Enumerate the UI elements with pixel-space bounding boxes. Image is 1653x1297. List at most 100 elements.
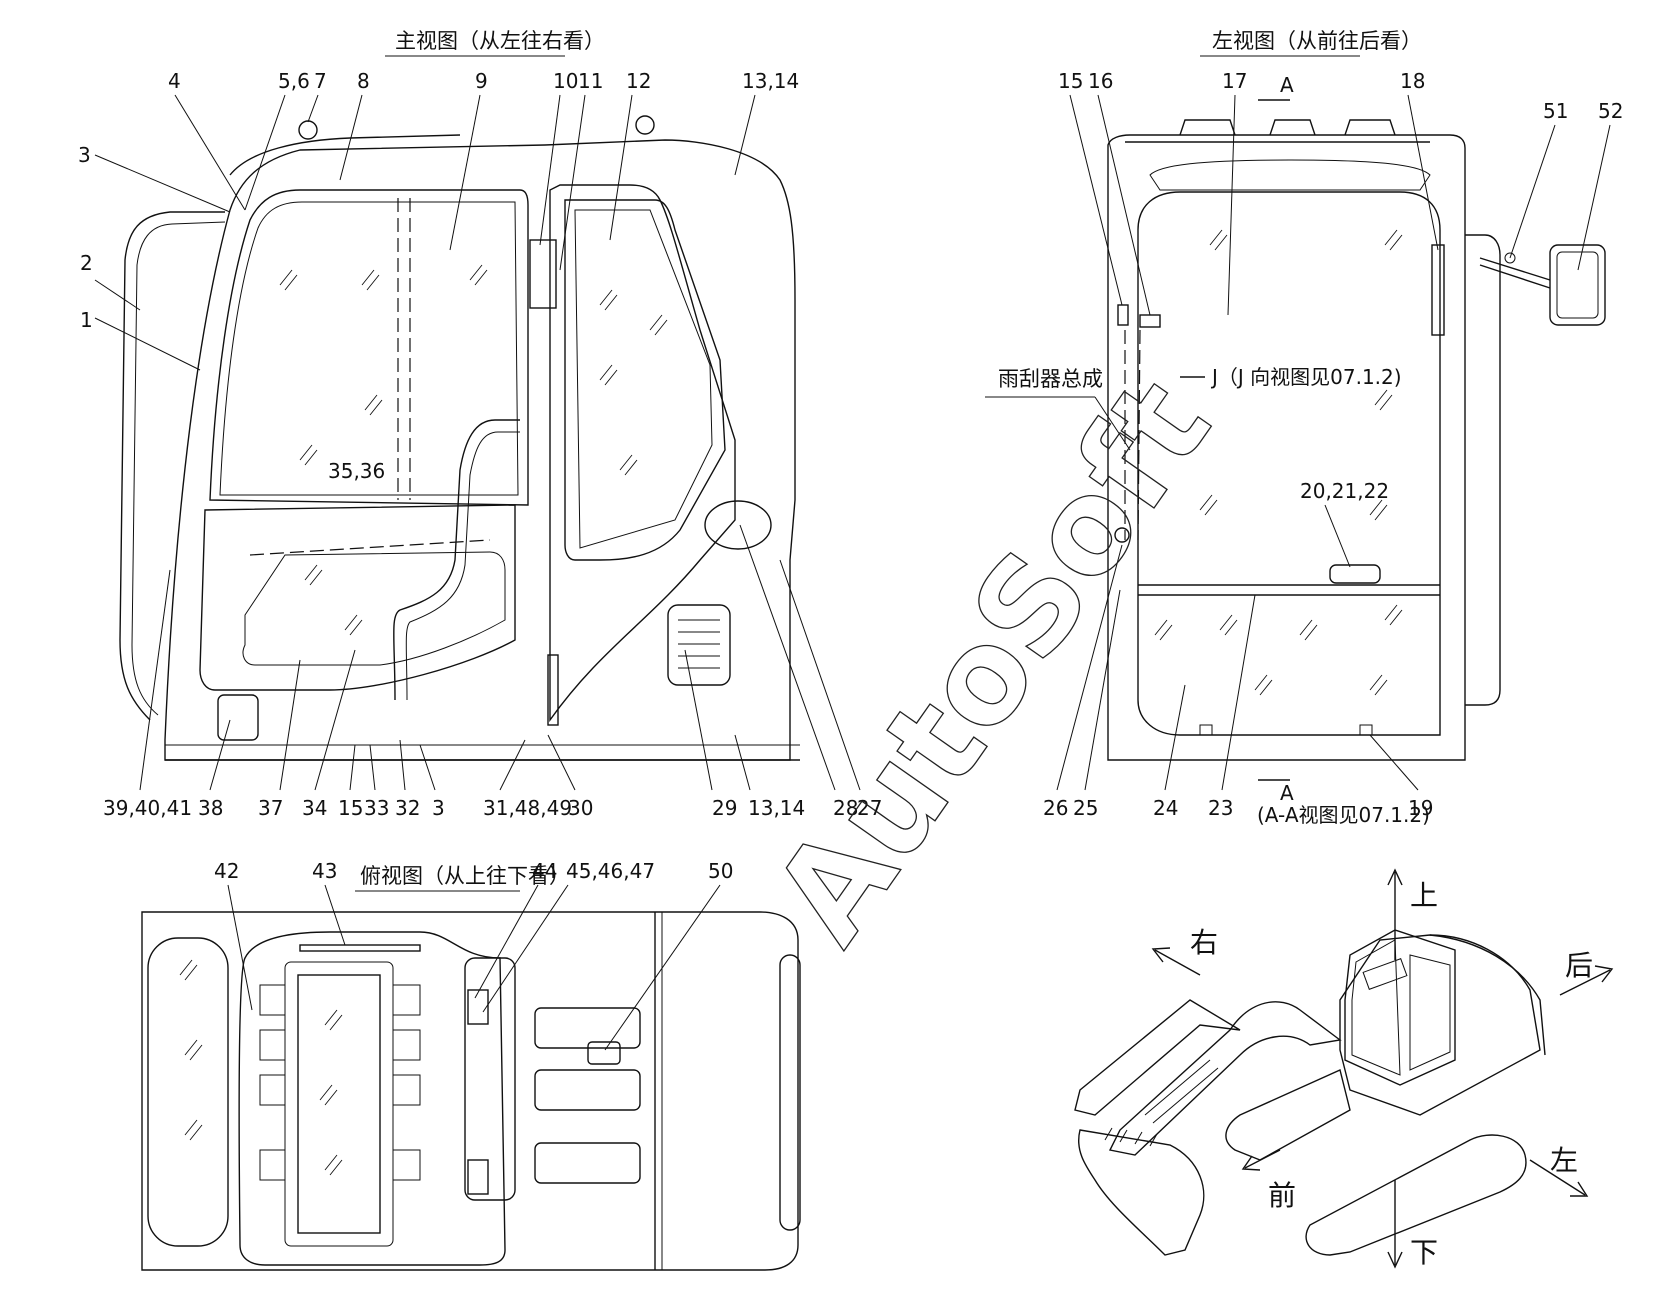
iso-bucket-teeth [1104,1127,1158,1147]
view-j-note: J（J 向视图见07.1.2) [1210,365,1402,389]
side-vent-slats [678,619,720,669]
top-zigzag-frame [259,984,421,1181]
hose-line [393,419,520,701]
top-rail-bar [464,957,516,1201]
callout-2: 2 [80,251,93,275]
callout-top-44: 44 [532,859,557,883]
hinge-bottom [547,654,559,726]
mirror-52-inner [1556,251,1599,319]
callout-33: 33 [364,796,389,820]
main-view-callouts: 3 2 1 4 5,6 7 8 9 10 11 12 13,14 35,36 3… [78,69,882,820]
front-windshield-inner [219,201,519,496]
front-handrail [119,211,225,721]
callout-15: 15 [338,796,363,820]
callout-31-48-49: 31,48,49 [483,796,572,820]
top-rear-cap [779,954,801,1231]
top-hatch-glass [297,974,381,1234]
direction-labels: 上 下 右 后 左 前 [1190,879,1593,1269]
lower-window-frame [199,504,516,691]
callout-left-19: 19 [1408,796,1433,820]
wiper-assembly-leader [1094,396,1131,451]
left-view-leaders [1056,94,1611,791]
callout-12: 12 [626,69,651,93]
iso-cylinder [1144,1059,1219,1124]
callout-left-51: 51 [1543,99,1568,123]
callout-4: 4 [168,69,181,93]
glass-hatching-main [279,264,668,636]
direction-arrows [1151,868,1614,1269]
lifting-eye-right [635,115,655,135]
callout-32: 32 [395,796,420,820]
iso-bucket [1078,1129,1205,1256]
top-lamp-3 [534,1142,641,1184]
top-roof-panel [238,931,506,1266]
callout-13-14-top: 13,14 [742,69,799,93]
top-outline [141,911,799,1271]
left-roof-bumps [1125,119,1430,143]
hinge-top [529,239,557,309]
direction-rear: 后 [1565,949,1593,982]
top-front-glass [147,937,229,1247]
section-a-top: A [1280,73,1294,97]
top-view-title: 俯视图（从上往下看） [360,864,570,888]
top-view-leaders [227,884,721,1051]
excavator-isometric: 上 下 右 后 左 前 [1074,868,1614,1269]
callout-38: 38 [198,796,223,820]
counterweight [1429,934,1546,1056]
callout-top-43: 43 [312,859,337,883]
left-small-19b [1359,724,1373,736]
callout-37: 37 [258,796,283,820]
wiper-bracket-15 [1117,304,1129,326]
top-switch-50 [587,1041,621,1065]
wiper-arm-2 [1137,329,1141,541]
callout-3b: 3 [432,796,445,820]
side-vent [667,604,731,686]
iso-boom [1108,1001,1342,1156]
left-seal-18 [1431,244,1445,336]
lifting-eye-left [298,120,318,140]
door-outline [549,184,736,723]
left-view-title: 左视图（从前往后看） [1212,29,1422,53]
hose-line-2 [405,431,520,701]
callout-39-40-41: 39,40,41 [103,796,192,820]
front-windshield-frame [209,189,529,506]
callout-top-42: 42 [214,859,239,883]
door-window-inner [574,209,713,549]
iso-arm [1074,999,1241,1116]
callout-7: 7 [314,69,327,93]
callout-35-36: 35,36 [328,459,385,483]
direction-left: 左 [1550,1144,1578,1177]
top-hinge-bottom [467,1159,489,1195]
callout-10: 10 [553,69,578,93]
left-grip-20 [1329,564,1381,584]
callout-13-14-bottom: 13,14 [748,796,805,820]
fuel-cap-oval [704,500,772,550]
iso-roof-hatch [1362,958,1408,990]
direction-right: 右 [1190,926,1218,959]
callout-left-15: 15 [1058,69,1083,93]
mirror-52 [1549,244,1606,326]
top-lamp-2 [534,1069,641,1111]
main-view: 主视图（从左往右看） [78,29,882,820]
callout-9: 9 [475,69,488,93]
left-small-19a [1199,724,1213,736]
callout-top-45-46-47: 45,46,47 [566,859,655,883]
callout-34: 34 [302,796,327,820]
direction-up: 上 [1410,879,1438,912]
top-view-callouts: 42 43 44 45,46,47 50 [214,859,733,883]
callout-29: 29 [712,796,737,820]
wiper-pivot [1114,527,1130,543]
track-front [1305,1134,1527,1256]
callout-left-16: 16 [1088,69,1113,93]
top-view: 俯视图（从上往下看） [141,859,801,1271]
mirror-joint [1504,252,1516,264]
callout-30: 30 [568,796,593,820]
main-view-leaders [94,94,861,791]
iso-cab [1344,929,1456,1086]
callout-left-24: 24 [1153,796,1178,820]
mirror-arm-51 [1479,257,1551,289]
section-aa-note: (A-A视图见07.1.2) [1257,803,1430,827]
iso-cab-window [1351,939,1401,1076]
direction-front: 前 [1268,1179,1296,1212]
